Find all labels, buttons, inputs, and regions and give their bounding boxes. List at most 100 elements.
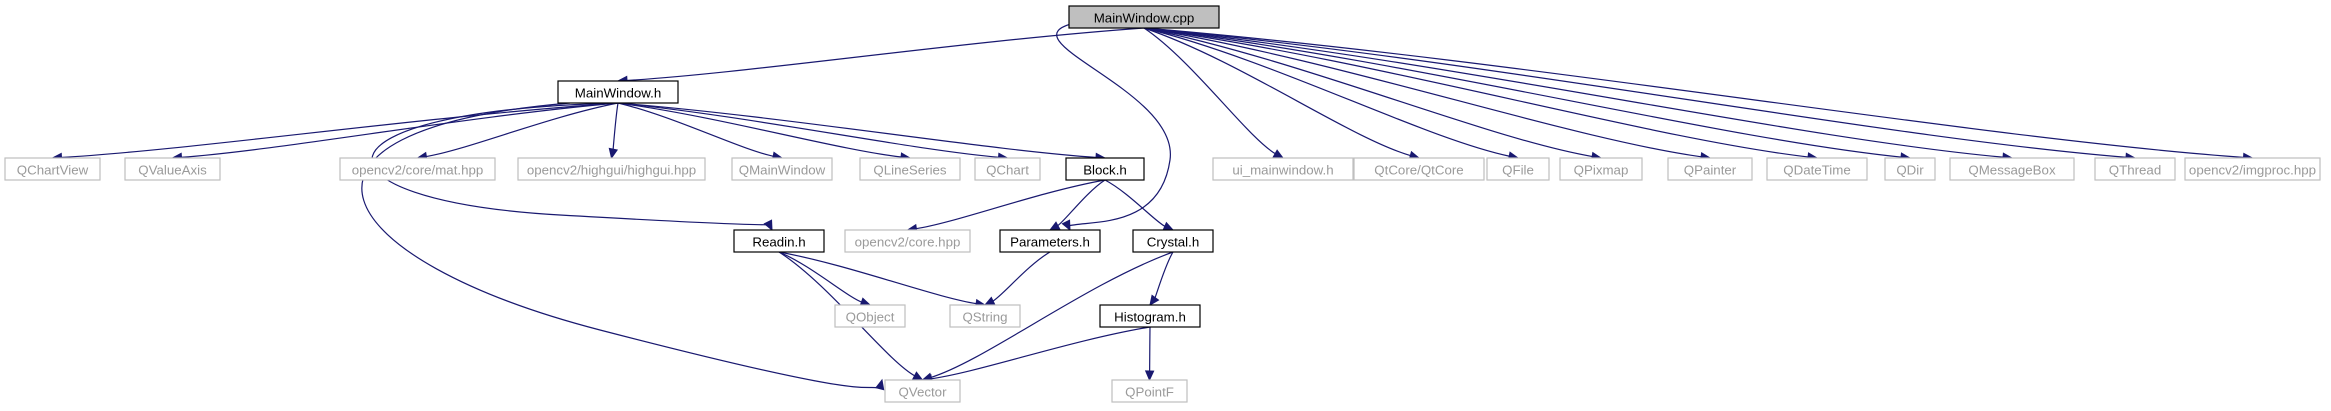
edge-line	[1104, 179, 1166, 228]
edge-mainwindow-h-to-qvector	[361, 102, 885, 391]
edge-mainwindow-h-to-readin-h	[371, 102, 773, 232]
node-label: opencv2/highgui/highgui.hpp	[527, 163, 696, 178]
node-label: QChartView	[17, 163, 89, 178]
node-mainwindow-cpp[interactable]: MainWindow.cpp	[1068, 5, 1220, 29]
edge-crystal-h-to-histogram-h	[1149, 251, 1174, 306]
node-label: ui_mainwindow.h	[1232, 163, 1333, 178]
node-label: QObject	[846, 310, 895, 325]
node-readin-h[interactable]: Readin.h	[733, 229, 825, 253]
edge-line	[361, 102, 881, 389]
node-label: Crystal.h	[1147, 235, 1199, 250]
edge-line	[1143, 27, 2245, 159]
edge-line	[915, 179, 1106, 230]
edge-line	[778, 251, 863, 303]
edge-mainwindow-h-to-highgui-hpp	[608, 102, 619, 160]
node-qmainwindow: QMainWindow	[731, 157, 833, 181]
node-label: QPointF	[1125, 385, 1174, 400]
edge-line	[617, 102, 903, 158]
node-qobject: QObject	[834, 304, 906, 328]
node-box	[1949, 157, 2075, 181]
edge-arrowhead	[875, 378, 885, 391]
edge-line	[991, 251, 1051, 303]
edge-mainwindow-cpp-to-parameters-h	[1056, 22, 1171, 232]
node-label: QtCore/QtCore	[1374, 163, 1463, 178]
edges-layer	[51, 22, 2254, 391]
edge-mainwindow-h-to-qchart	[617, 102, 1009, 162]
edge-line	[778, 251, 978, 305]
edge-arrowhead	[983, 296, 996, 306]
node-qchartview: QChartView	[4, 157, 101, 181]
node-box	[1353, 157, 1485, 181]
node-qdatetime: QDateTime	[1766, 157, 1868, 181]
node-qpointf: QPointF	[1111, 379, 1188, 403]
edge-mainwindow-cpp-to-imgproc	[1143, 27, 2254, 163]
edge-line	[1143, 27, 1511, 157]
edge-arrowhead	[608, 147, 619, 160]
node-label: Histogram.h	[1114, 310, 1186, 325]
node-box	[844, 229, 971, 253]
edge-mainwindow-h-to-qmainwindow	[617, 102, 784, 161]
edge-line	[425, 102, 619, 158]
node-crystal-h[interactable]: Crystal.h	[1132, 229, 1214, 253]
node-box	[949, 304, 1021, 328]
node-qchart: QChart	[974, 157, 1041, 181]
edge-line	[1143, 27, 2128, 158]
node-box	[2094, 157, 2176, 181]
node-qmessagebox: QMessageBox	[1949, 157, 2075, 181]
node-core-hpp: opencv2/core.hpp	[844, 229, 971, 253]
node-qpainter: QPainter	[1667, 157, 1753, 181]
edge-line	[625, 27, 1145, 82]
node-box	[1132, 229, 1214, 253]
node-imgproc: opencv2/imgproc.hpp	[2184, 157, 2321, 181]
edge-line	[929, 251, 1174, 379]
node-box	[124, 157, 221, 181]
node-label: QMainWindow	[739, 163, 826, 178]
edge-mainwindow-h-to-qlineseries	[617, 102, 912, 162]
edge-line	[1143, 27, 1703, 158]
edge-line	[1056, 179, 1106, 227]
edge-line	[930, 326, 1151, 380]
edge-line	[1143, 27, 1412, 157]
node-box	[1766, 157, 1868, 181]
node-label: Readin.h	[752, 235, 805, 250]
node-qtcore: QtCore/QtCore	[1353, 157, 1485, 181]
node-box	[884, 379, 961, 403]
node-label: opencv2/core.hpp	[855, 235, 961, 250]
node-label: QThread	[2109, 163, 2161, 178]
node-mat-hpp: opencv2/core/mat.hpp	[339, 157, 496, 181]
node-box	[1065, 157, 1145, 181]
edge-line	[1143, 27, 2005, 158]
edge-mainwindow-cpp-to-mainwindow-h	[616, 27, 1145, 86]
edge-arrowhead	[1061, 219, 1071, 232]
edge-arrowhead	[1144, 370, 1155, 382]
node-box	[1486, 157, 1550, 181]
edge-line	[617, 102, 775, 158]
node-label: QMessageBox	[1968, 163, 2056, 178]
node-label: QValueAxis	[138, 163, 207, 178]
node-ui-mainwindow-h: ui_mainwindow.h	[1212, 157, 1354, 181]
node-highgui-hpp: opencv2/highgui/highgui.hpp	[517, 157, 706, 181]
node-label: QDateTime	[1783, 163, 1850, 178]
node-mainwindow-h[interactable]: MainWindow.h	[557, 80, 679, 104]
edge-line	[1154, 251, 1174, 299]
node-parameters-h[interactable]: Parameters.h	[999, 229, 1101, 253]
node-block-h[interactable]: Block.h	[1065, 157, 1145, 181]
edge-line	[1143, 27, 1277, 155]
edge-mainwindow-h-to-qvalueaxis	[171, 102, 619, 163]
node-label: opencv2/imgproc.hpp	[2189, 163, 2316, 178]
edge-arrowhead	[911, 371, 924, 381]
node-label: Block.h	[1083, 163, 1127, 178]
node-box	[1099, 304, 1201, 328]
node-box	[731, 157, 833, 181]
node-box	[733, 229, 825, 253]
edge-arrowhead	[763, 219, 773, 232]
node-qlineseries: QLineSeries	[859, 157, 961, 181]
node-box	[999, 229, 1101, 253]
node-histogram-h[interactable]: Histogram.h	[1099, 304, 1201, 328]
node-box	[1667, 157, 1753, 181]
edge-line	[612, 102, 619, 151]
edge-arrowhead	[1048, 221, 1061, 231]
edge-arrowhead	[1272, 149, 1285, 159]
node-qfile: QFile	[1486, 157, 1550, 181]
